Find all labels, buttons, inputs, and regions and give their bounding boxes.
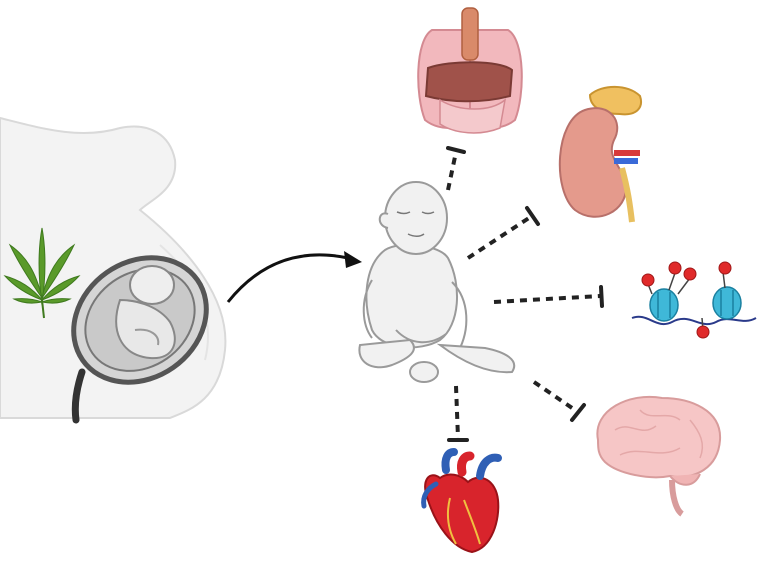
curved-arrow-icon	[226, 251, 362, 303]
inhibition-link-epigenetics	[493, 285, 604, 308]
kidney-adrenal-icon	[558, 85, 642, 223]
lungs-liver-icon	[417, 7, 523, 134]
brain-icon	[596, 395, 722, 517]
dna-methylation-icon	[631, 261, 757, 339]
pregnant-woman-icon	[0, 116, 227, 424]
inhibition-link-kidney	[466, 206, 540, 260]
cannabis-leaf-icon	[3, 227, 81, 319]
inhibition-link-brain	[532, 380, 586, 422]
heart-icon	[421, 448, 502, 554]
inhibition-link-lungs	[446, 146, 466, 191]
fetus-icon	[115, 265, 176, 360]
infant-icon	[358, 181, 515, 383]
inhibition-link-heart	[447, 385, 469, 442]
